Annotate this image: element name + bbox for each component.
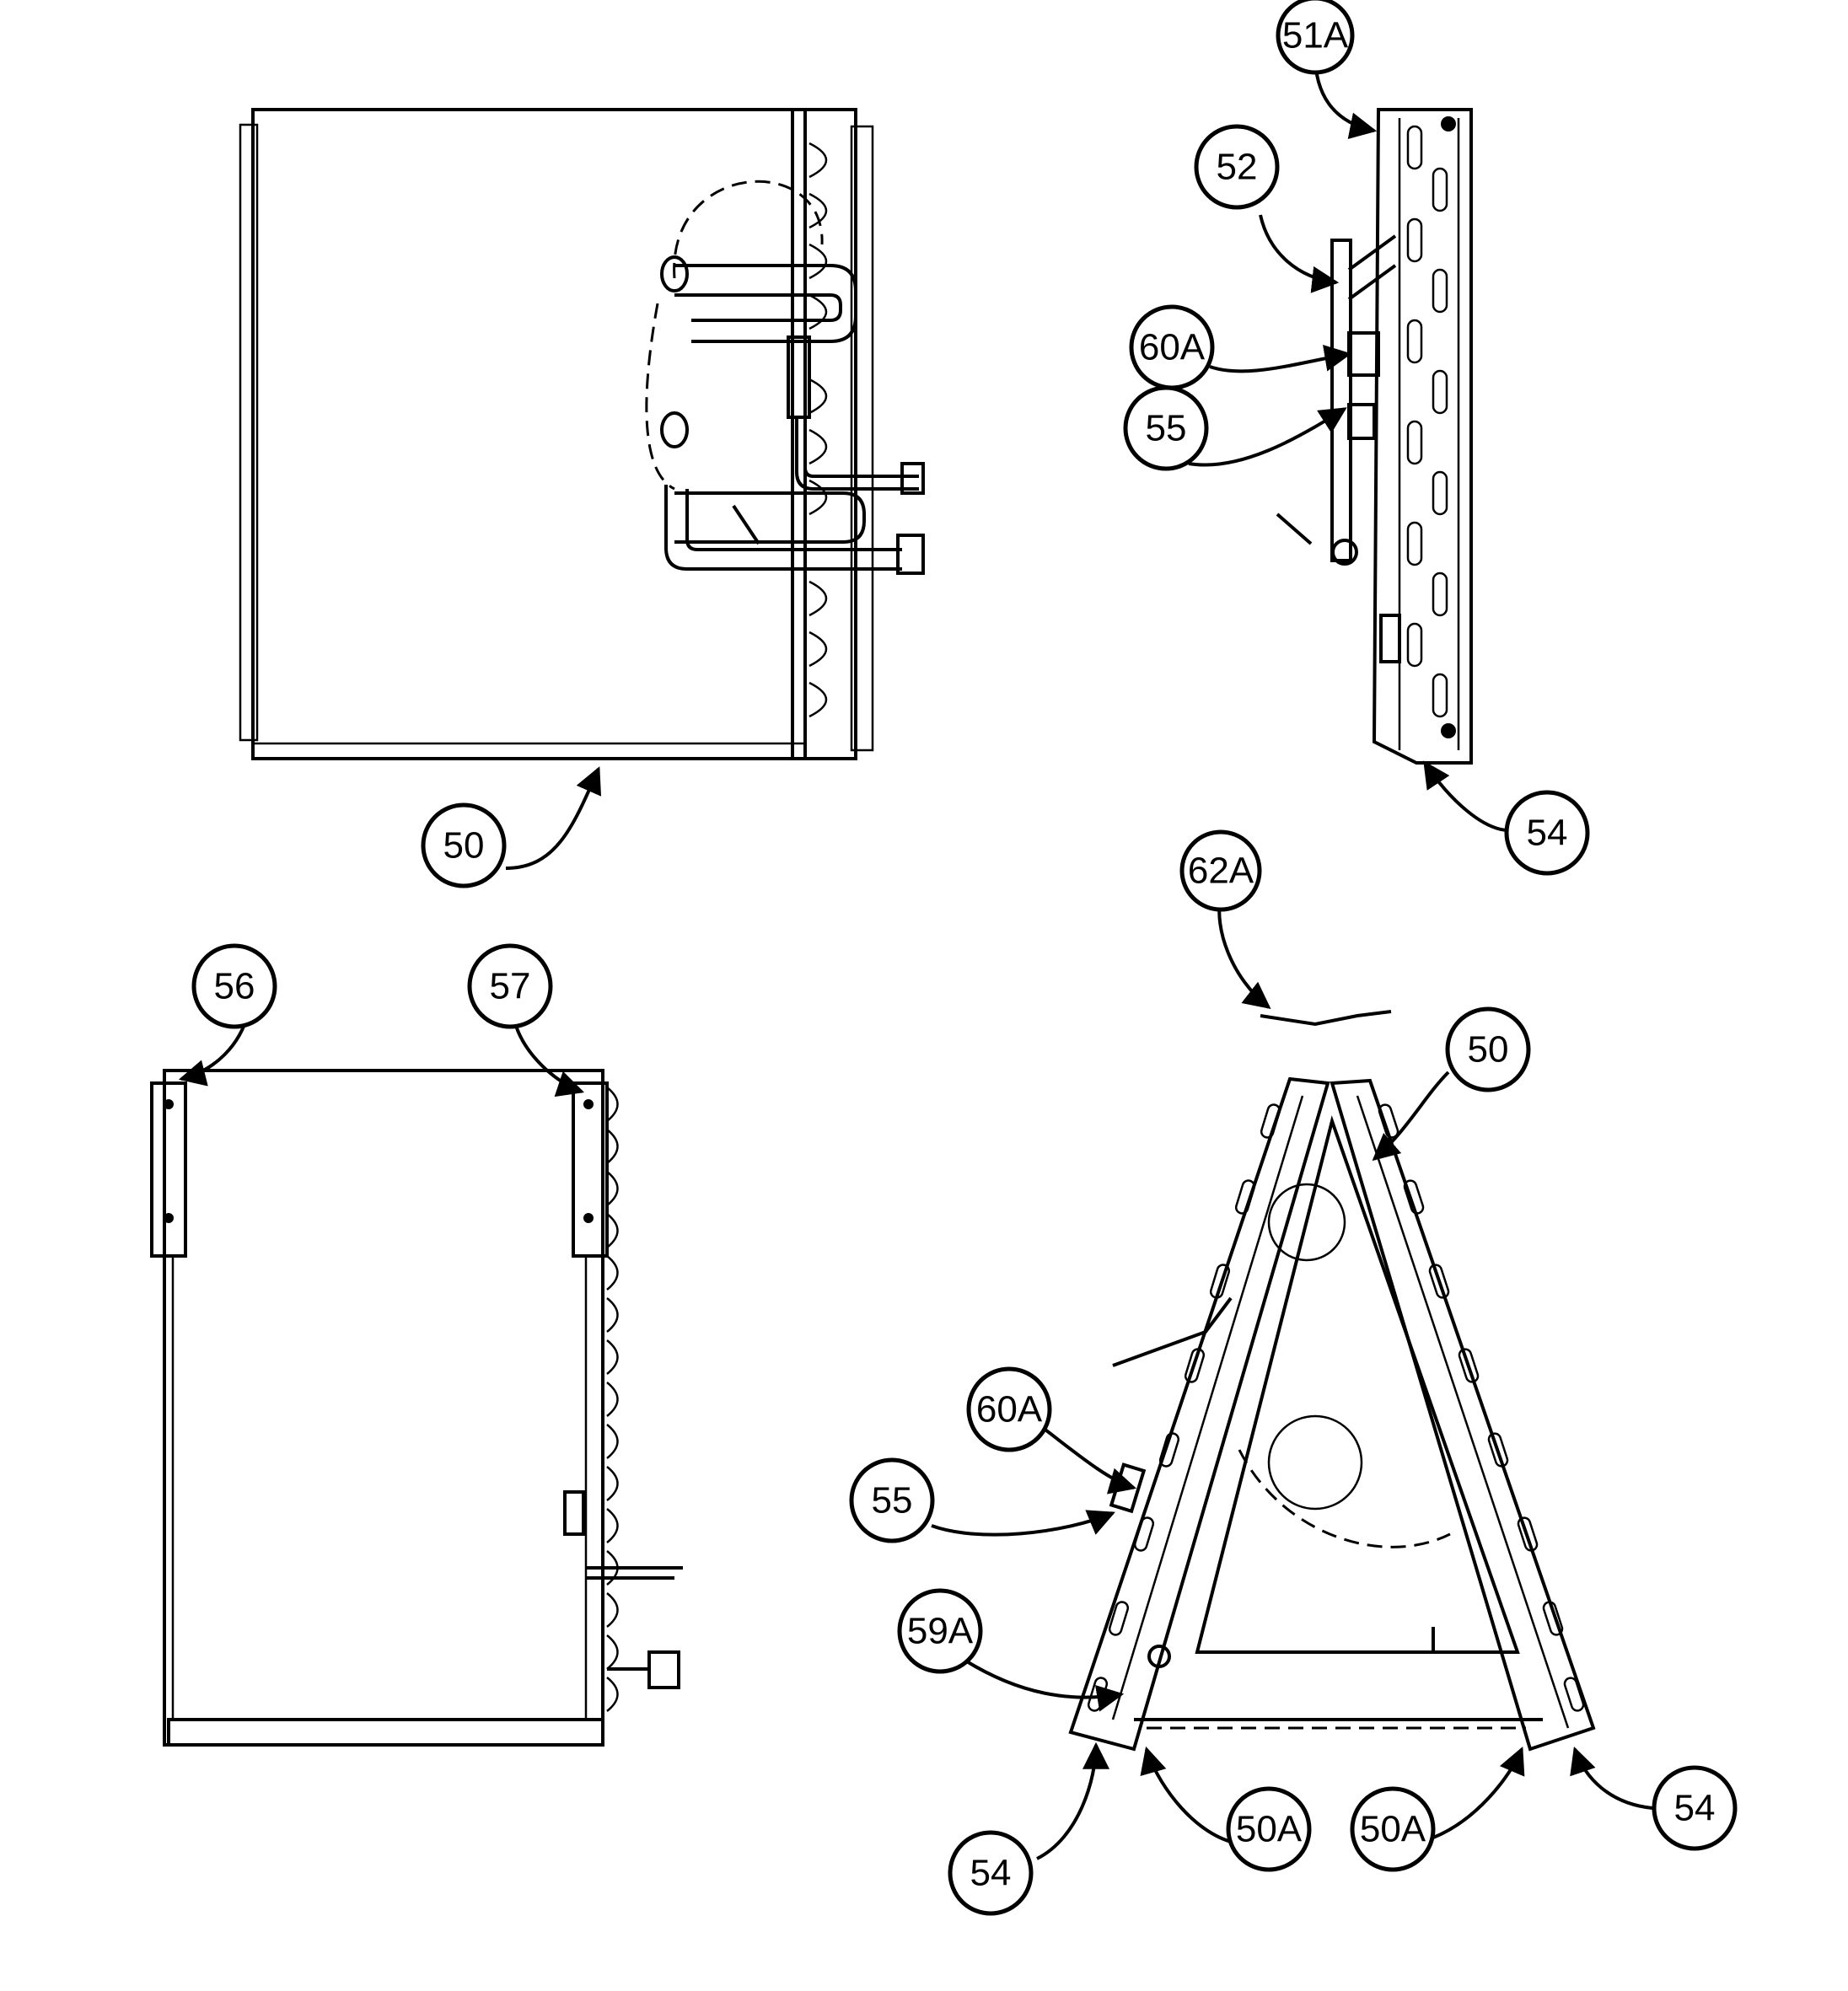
callout-59A: 59A (897, 1588, 983, 1674)
callout-label: 56 (214, 966, 255, 1007)
callout-62A: 62A (1179, 829, 1262, 912)
callout-label: 50A (1236, 1809, 1303, 1850)
callout-label: 57 (490, 966, 531, 1007)
callout-label: 62A (1188, 851, 1254, 892)
callout-label: 60A (1139, 327, 1206, 368)
callout-label: 55 (872, 1480, 913, 1521)
callout-50-a-coil: 50 (1445, 1006, 1531, 1092)
coil-side-view (1276, 108, 1473, 765)
callout-52: 52 (1194, 124, 1280, 210)
callout-54-top: 54 (1504, 790, 1590, 876)
callout-50A-left: 50A (1226, 1786, 1312, 1872)
a-coil-assembly (1068, 1010, 1596, 1752)
callout-55-top: 55 (1123, 385, 1209, 471)
callout-57: 57 (467, 943, 553, 1029)
callout-label: 54 (1674, 1788, 1716, 1829)
callout-54-bottom-left: 54 (948, 1830, 1034, 1916)
callout-50-top-left: 50 (421, 802, 507, 888)
callout-50A-right: 50A (1350, 1786, 1436, 1872)
coil-front-view (239, 108, 925, 760)
callout-label: 54 (970, 1853, 1012, 1894)
callout-60A-bottom: 60A (966, 1366, 1052, 1452)
callout-60A-top: 60A (1129, 304, 1215, 390)
coil-rear-view (150, 1069, 683, 1747)
callout-label: 55 (1146, 408, 1187, 449)
callout-51A: 51A (1276, 0, 1355, 75)
leader-lines (178, 54, 1653, 1860)
callout-55-bottom: 55 (849, 1457, 935, 1543)
callout-label: 54 (1527, 813, 1568, 854)
callout-label: 60A (976, 1389, 1043, 1430)
callout-label: 51A (1282, 15, 1349, 56)
callout-label: 50 (443, 825, 485, 867)
callout-56: 56 (191, 943, 277, 1029)
callout-54-bottom-right: 54 (1652, 1765, 1738, 1851)
callout-label: 50A (1360, 1809, 1426, 1850)
callout-label: 52 (1217, 147, 1258, 188)
callout-label: 50 (1468, 1029, 1509, 1071)
callout-label: 59A (907, 1611, 974, 1652)
